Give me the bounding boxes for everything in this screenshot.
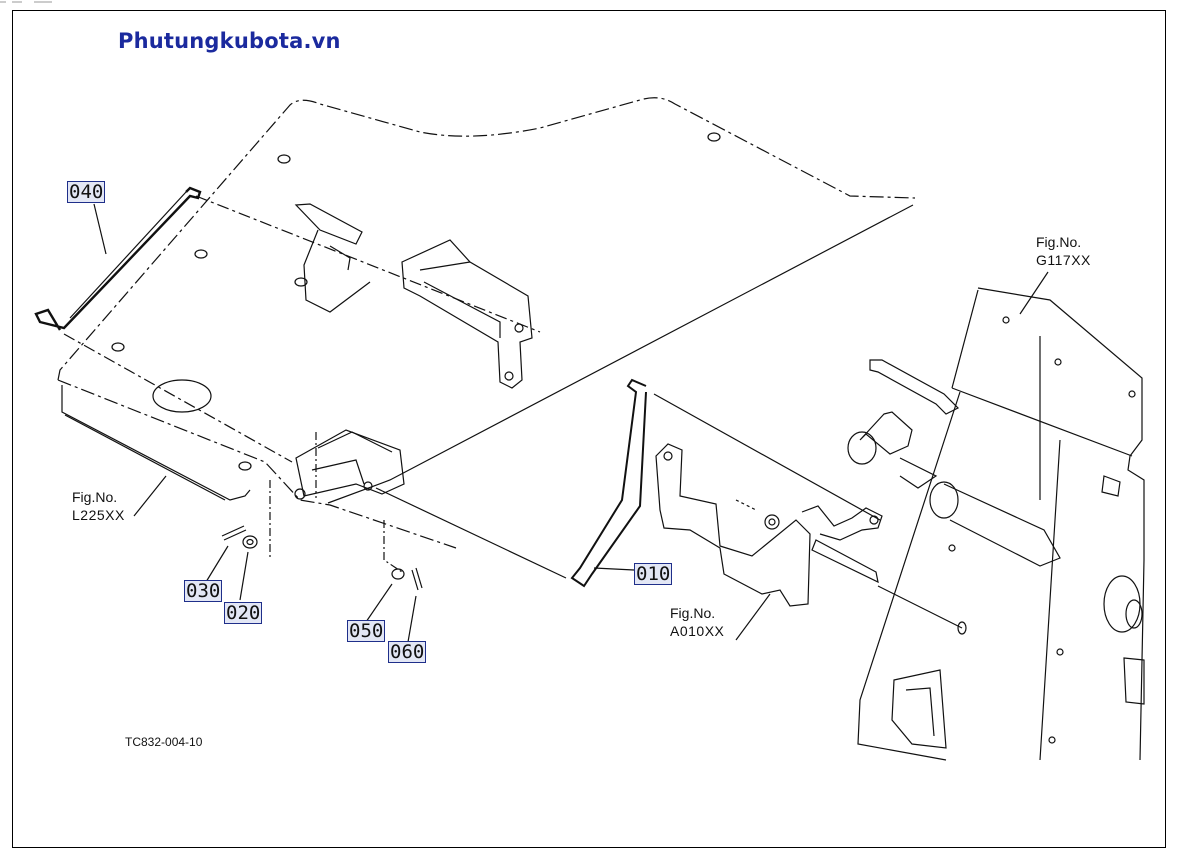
pin-030 (221, 525, 247, 541)
fig-ref-label: Fig.No. (72, 489, 118, 505)
drawing-frame (12, 10, 1166, 848)
callout-040: 040 (67, 181, 106, 203)
washer-020 (242, 535, 258, 549)
fig-ref-a010: Fig.No. A010XX (670, 604, 724, 640)
watermark-logo: Phutungkubota.vn (118, 29, 341, 53)
pivot-bracket (295, 429, 405, 497)
plate-hole (111, 342, 125, 352)
pedal-lever (655, 443, 811, 607)
washer-050 (391, 568, 405, 580)
plate-hole (277, 154, 291, 164)
floor-plate-right-edge (327, 204, 914, 504)
callout-010: 010 (634, 563, 673, 585)
plate-hole (707, 132, 721, 142)
pin-060 (411, 567, 423, 591)
shaft (811, 539, 879, 584)
fig-ref-code: L225XX (72, 507, 125, 523)
steering-column (977, 287, 1145, 761)
rod-040 (34, 186, 202, 331)
callout-060: 060 (388, 641, 427, 663)
fig-ref-l225: Fig.No. L225XX (72, 488, 125, 524)
plate-hole (294, 277, 308, 287)
drawing-number: TC832-004-10 (125, 735, 203, 749)
callout-020: 020 (224, 602, 263, 624)
pedal-upper (294, 203, 363, 245)
fig-ref-code: A010XX (670, 623, 725, 639)
fig-ref-label: Fig.No. (670, 605, 716, 621)
callout-030: 030 (184, 580, 223, 602)
plate-hole (194, 249, 208, 259)
floor-plate-underside (61, 400, 251, 501)
rod-010 (570, 378, 647, 588)
fig-ref-label: Fig.No. (1036, 234, 1082, 250)
fig-ref-code: G117XX (1036, 252, 1091, 268)
plate-hole (152, 379, 212, 413)
fig-ref-g117: Fig.No. G117XX (1036, 233, 1091, 269)
toolbar-marks (0, 1, 52, 3)
floor-plate-outline (57, 97, 916, 381)
callout-050: 050 (347, 620, 386, 642)
plate-hole (238, 461, 252, 471)
